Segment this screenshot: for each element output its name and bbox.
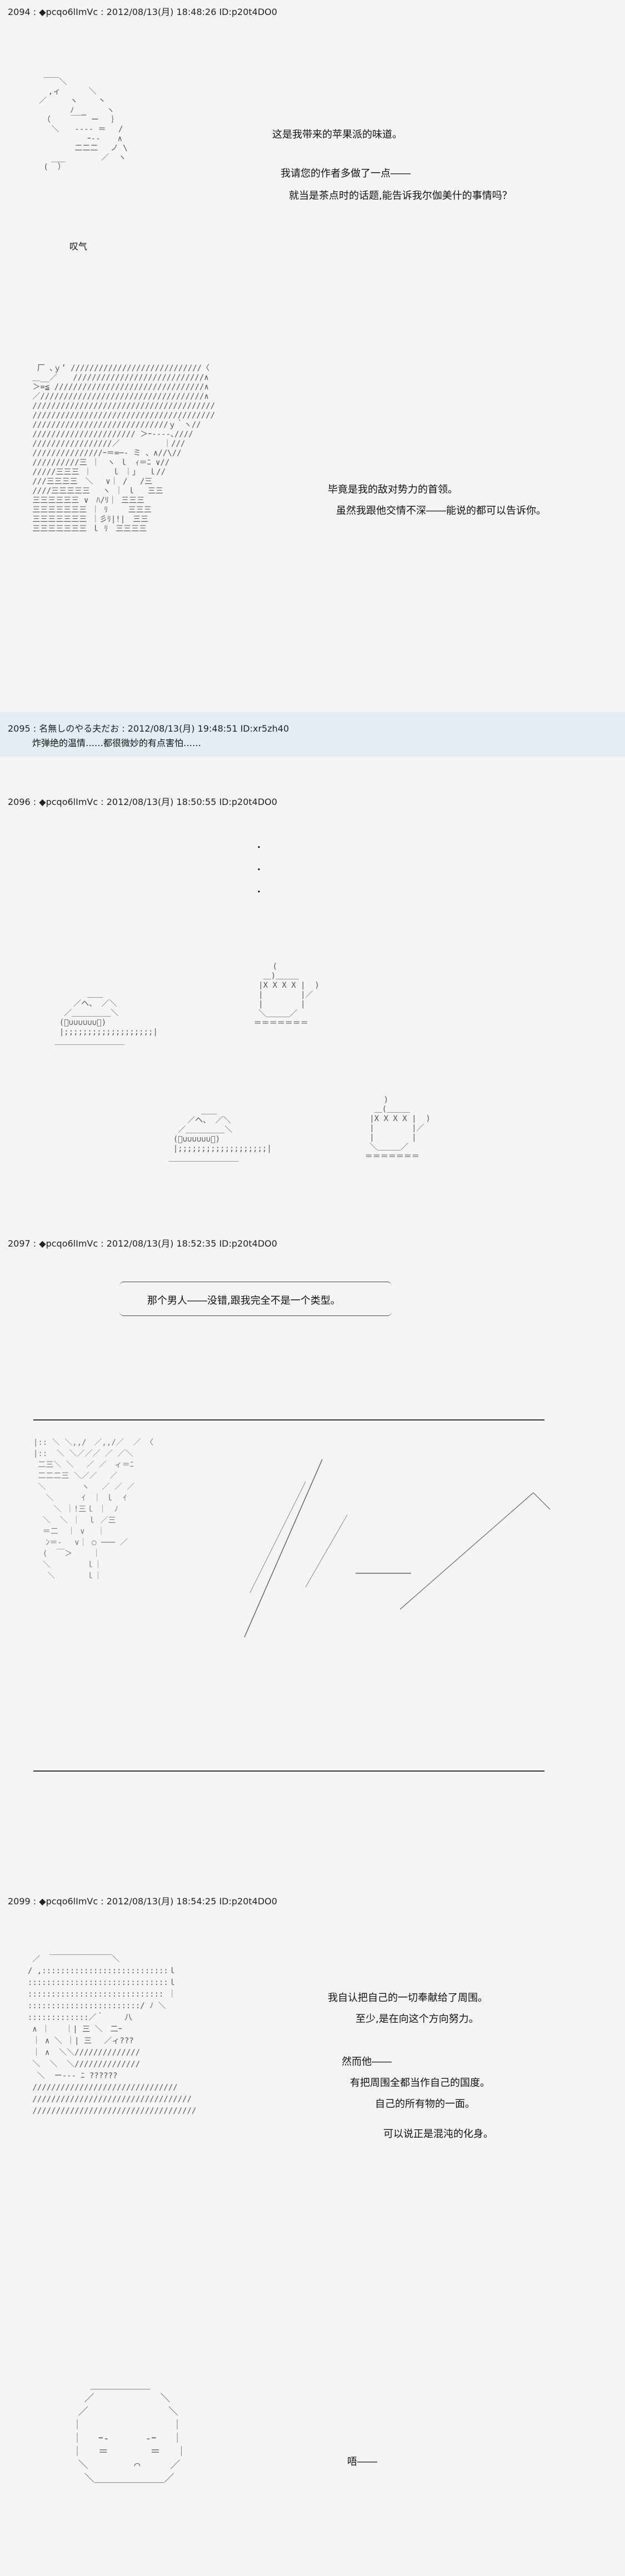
post-header: 2097 : ◆pcqo6lImVc : 2012/08/13(月) 18:52…: [8, 1238, 277, 1249]
post-header: 2099 : ◆pcqo6lImVc : 2012/08/13(月) 18:54…: [8, 1896, 277, 1907]
dialogue-line: 有把周围全都当作自己的国度。: [350, 2077, 490, 2089]
dialogue-line: 自己的所有物的一面。: [375, 2098, 475, 2110]
ascii-art-teacup: ( ＿)＿＿＿ |X X X X | ) | |／ | | ＼＿＿＿／ ＝＝＝＝…: [253, 962, 319, 1028]
dialogue-line: 我请您的作者多做了一点――: [281, 168, 411, 179]
post-2094: 2094 : ◆pcqo6lImVc : 2012/08/13(月) 18:48…: [0, 0, 625, 712]
comment-text: 炸弹绝的温情……都很微妙的有点害怕……: [32, 738, 202, 748]
dialogue-line: 那个男人――没错,跟我完全不是一个类型。: [147, 1295, 341, 1307]
post-2099: 2099 : ◆pcqo6lImVc : 2012/08/13(月) 18:54…: [0, 1854, 625, 2576]
dialogue-line: 这是我带来的苹果派的味道。: [272, 129, 402, 141]
speech-bubble: [119, 1282, 392, 1316]
panel-border-bottom: [33, 1770, 544, 1772]
ascii-art-teacup: ) ＿(＿＿＿ |X X X X | ) | |／ | | ＼＿＿＿／ ＝＝＝＝…: [364, 1096, 431, 1161]
speed-line-art: [244, 1459, 551, 1638]
ascii-art-cake: ＿＿ ／ヘ、 ／＼ ／＿＿＿＿＿＼ (ﾟ∪∪∪∪∪∪ﾟ) |;;;;;;;;;;…: [168, 1107, 272, 1163]
ascii-art-cake: ＿＿ ／ヘ、 ／＼ ／＿＿＿＿＿＼ (ﾟ∪∪∪∪∪∪ﾟ) |;;;;;;;;;;…: [54, 990, 158, 1046]
ascii-art-face: ￣￣＼ ,ィ ＼ ／ ヽ 丶 ﾉ _ ヽ （ ￣￣ ー ｝ ＼ -‐‐‐ ＝ /…: [39, 78, 128, 172]
post-2096: 2096 : ◆pcqo6lImVc : 2012/08/13(月) 18:50…: [0, 757, 625, 1232]
dialogue-line: 可以说正是混沌的化身。: [383, 2128, 493, 2140]
ascii-art-knight: 厂 ､ｙ’ ////////////////////////////〈 ＿__／…: [32, 364, 216, 533]
post-header: 2094 : ◆pcqo6lImVc : 2012/08/13(月) 18:48…: [8, 7, 277, 17]
dialogue-line: 然而他――: [342, 2056, 392, 2068]
panel-border-top: [33, 1419, 544, 1420]
post-2097: 2097 : ◆pcqo6lImVc : 2012/08/13(月) 18:52…: [0, 1232, 625, 1854]
ellipsis-dot: ・: [254, 864, 264, 875]
dialogue-line: 就当是茶点时的话题,能告诉我尔伽美什的事情吗？: [289, 190, 512, 202]
dialogue-line: 虽然我跟他交情不深――能说的都可以告诉你。: [336, 505, 546, 517]
ellipsis-dot: ・: [254, 887, 264, 897]
ascii-art-robed-figure: ／ ￣￣￣￣￣￣￣￣＼ / ,:::::::::::::::::::::::::…: [28, 1955, 197, 2115]
post-header: 2095 : 名無しのやる夫だお : 2012/08/13(月) 19:48:5…: [8, 723, 289, 734]
post-2095: 2095 : 名無しのやる夫だお : 2012/08/13(月) 19:48:5…: [0, 712, 625, 757]
dialogue-line: 毕竟是我的敌对势力的首领。: [328, 484, 458, 496]
ascii-art-speedlines-face: |:: ＼ ＼,,/ ／,,/／ ／ 〈 |:: ＼ ＼／／／ ／ ／＼ 二三＼…: [33, 1438, 154, 1580]
ellipsis-dot: ・: [254, 842, 264, 853]
sigh-text: 叹气: [69, 241, 88, 252]
ascii-art-octagon-face: ＿＿＿＿＿＿ ／ ＼ ／ ＼ ｜ ｜ ｜ ｰ‐ ‐ｰ ｜ ｜ ＝ ＝ ｜ ＼ ⌒…: [72, 2379, 187, 2484]
dialogue-line: 唔――: [347, 2456, 377, 2468]
post-header: 2096 : ◆pcqo6lImVc : 2012/08/13(月) 18:50…: [8, 797, 277, 807]
dialogue-line: 至少,是在向这个方向努力。: [356, 2013, 479, 2025]
dialogue-line: 我自认把自己的一切奉献给了周围。: [328, 1992, 488, 2004]
